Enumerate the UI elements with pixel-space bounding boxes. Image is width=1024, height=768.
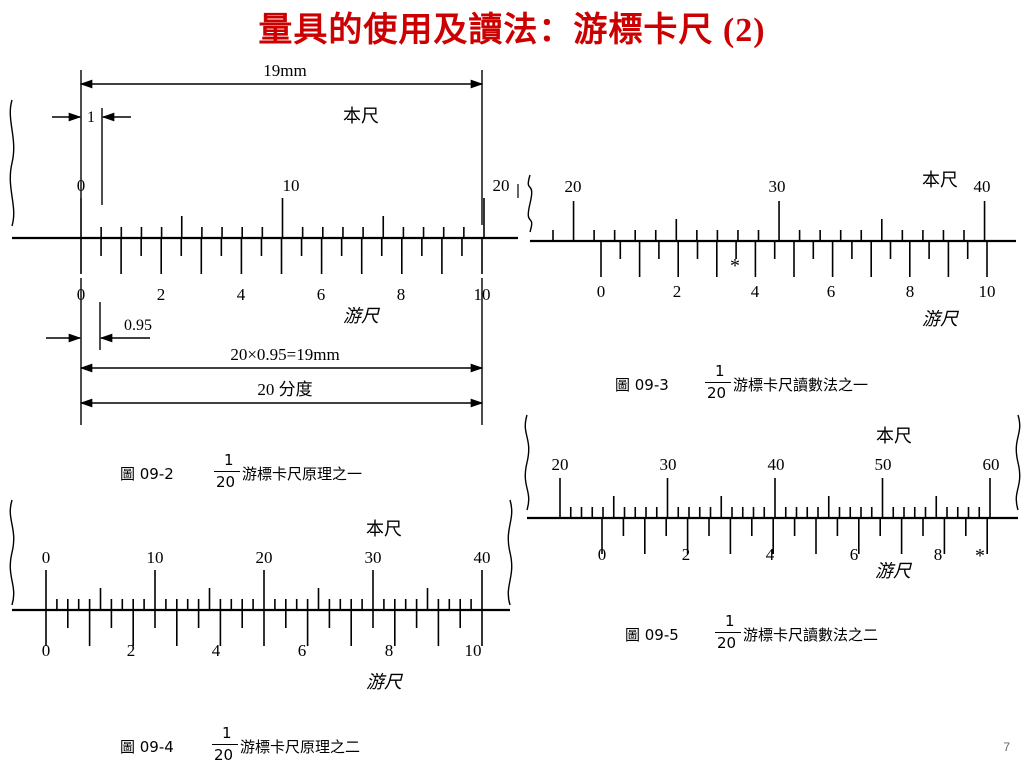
main-scale-number: 40 [768, 455, 785, 474]
match-marker: * [730, 255, 740, 277]
vernier-scale-number: 10 [465, 641, 482, 660]
main-scale-number: 20 [256, 548, 273, 567]
vernier-scale-number: 0 [597, 282, 606, 301]
caption-text: 游標卡尺原理之二 [240, 738, 361, 756]
main-scale-number: 30 [365, 548, 382, 567]
vernier-scale-number: 0 [598, 545, 607, 564]
page-number: 7 [1003, 740, 1010, 754]
fraction-denominator: 20 [717, 634, 737, 652]
fraction-numerator: 1 [222, 724, 232, 742]
vernier-scale-number: 8 [397, 285, 406, 304]
vernier-scale-number: 2 [673, 282, 682, 301]
figure-09-2: 19mm 1 0.95 20×0.95=19mm 20 分度 0 10 20 0 2 4 6 8 10 本尺… [9, 61, 519, 425]
dimension-095-label: 0.95 [124, 317, 152, 334]
vernier-scale-number: 0 [77, 285, 86, 304]
vernier-scale-number: 4 [751, 282, 760, 301]
vernier-scale-label: 游尺 [366, 672, 404, 693]
break-mark-left [527, 174, 533, 233]
dimension-divisions-label: 20 分度 [257, 380, 312, 399]
vernier-scale-number: 2 [682, 545, 691, 564]
fraction-bar [214, 471, 240, 472]
vernier-scale-number: 8 [934, 545, 943, 564]
caption-prefix: 圖 09-5 [625, 626, 679, 644]
main-scale-label: 本尺 [922, 170, 958, 191]
caption-09-5: 圖 09-5 1 20 游標卡尺讀數法之二 [625, 612, 945, 658]
break-mark-left [9, 499, 15, 606]
main-scale-number: 10 [283, 176, 300, 195]
fraction-bar [715, 632, 741, 633]
vernier-scale-number: 6 [298, 641, 307, 660]
fraction-numerator: 1 [715, 362, 725, 380]
caption-text: 游標卡尺原理之一 [242, 465, 363, 483]
caption-09-3: 圖 09-3 1 20 游標卡尺讀數法之一 [615, 362, 935, 410]
main-scale-label: 本尺 [876, 426, 912, 447]
main-scale-number: 30 [769, 177, 786, 196]
vernier-scale-label: 游尺 [875, 561, 913, 582]
main-scale-label: 本尺 [343, 106, 379, 127]
vernier-scale-number: 6 [317, 285, 326, 304]
fraction-denominator: 20 [216, 473, 236, 491]
vernier-scale-number: 4 [766, 545, 775, 564]
page-title: 量具的使用及讀法：游標卡尺 (2) [258, 12, 766, 49]
main-scale-number: 0 [77, 176, 86, 195]
caption-prefix: 圖 09-3 [615, 376, 669, 394]
vernier-scale-number: 2 [127, 641, 136, 660]
vernier-scale-number: 2 [157, 285, 166, 304]
fraction-bar [705, 382, 731, 383]
fraction-numerator: 1 [224, 451, 234, 469]
main-scale-number: 10 [147, 548, 164, 567]
main-scale-label: 本尺 [366, 519, 402, 540]
break-mark-right [1015, 414, 1021, 511]
vernier-scale-number: 4 [237, 285, 246, 304]
main-scale-number: 40 [974, 177, 991, 196]
dimension-1-label: 1 [87, 109, 95, 126]
vernier-scale-number: 0 [42, 641, 51, 660]
main-scale-number: 50 [875, 455, 892, 474]
caption-prefix: 圖 09-4 [120, 738, 174, 756]
vernier-scale-number: 8 [385, 641, 394, 660]
caption-09-4: 圖 09-4 1 20 游標卡尺原理之二 [120, 724, 420, 768]
vernier-scale-number: 8 [906, 282, 915, 301]
dimension-19mm-label: 19mm [263, 61, 306, 80]
caption-prefix: 圖 09-2 [120, 465, 174, 483]
vernier-scale-number: 10 [979, 282, 996, 301]
vernier-scale-number: 6 [850, 545, 859, 564]
main-scale-number: 40 [474, 548, 491, 567]
break-mark-left [524, 414, 530, 511]
dimension-product-label: 20×0.95=19mm [230, 345, 339, 364]
fraction-denominator: 20 [214, 746, 234, 764]
break-mark-right [507, 499, 513, 606]
main-scale-number: 60 [983, 455, 1000, 474]
vernier-scale-label: 游尺 [922, 309, 960, 330]
caption-text: 游標卡尺讀數法之一 [733, 376, 869, 394]
fraction-bar [212, 744, 238, 745]
vernier-scale-number: 4 [212, 641, 221, 660]
main-scale-number: 20 [493, 176, 510, 195]
caption-text: 游標卡尺讀數法之二 [743, 626, 879, 644]
fraction-numerator: 1 [725, 612, 735, 630]
main-scale-number: 20 [565, 177, 582, 196]
fraction-denominator: 20 [707, 384, 727, 402]
main-scale-number: 20 [552, 455, 569, 474]
break-mark-left [9, 99, 15, 227]
main-scale-number: 30 [660, 455, 677, 474]
main-scale-number: 0 [42, 548, 51, 567]
vernier-scale-number: 10 [474, 285, 491, 304]
match-marker: * [975, 545, 985, 567]
caption-09-2: 圖 09-2 1 20 游標卡尺原理之一 [120, 451, 420, 493]
vernier-scale-number: 6 [827, 282, 836, 301]
vernier-scale-label: 游尺 [343, 306, 381, 327]
